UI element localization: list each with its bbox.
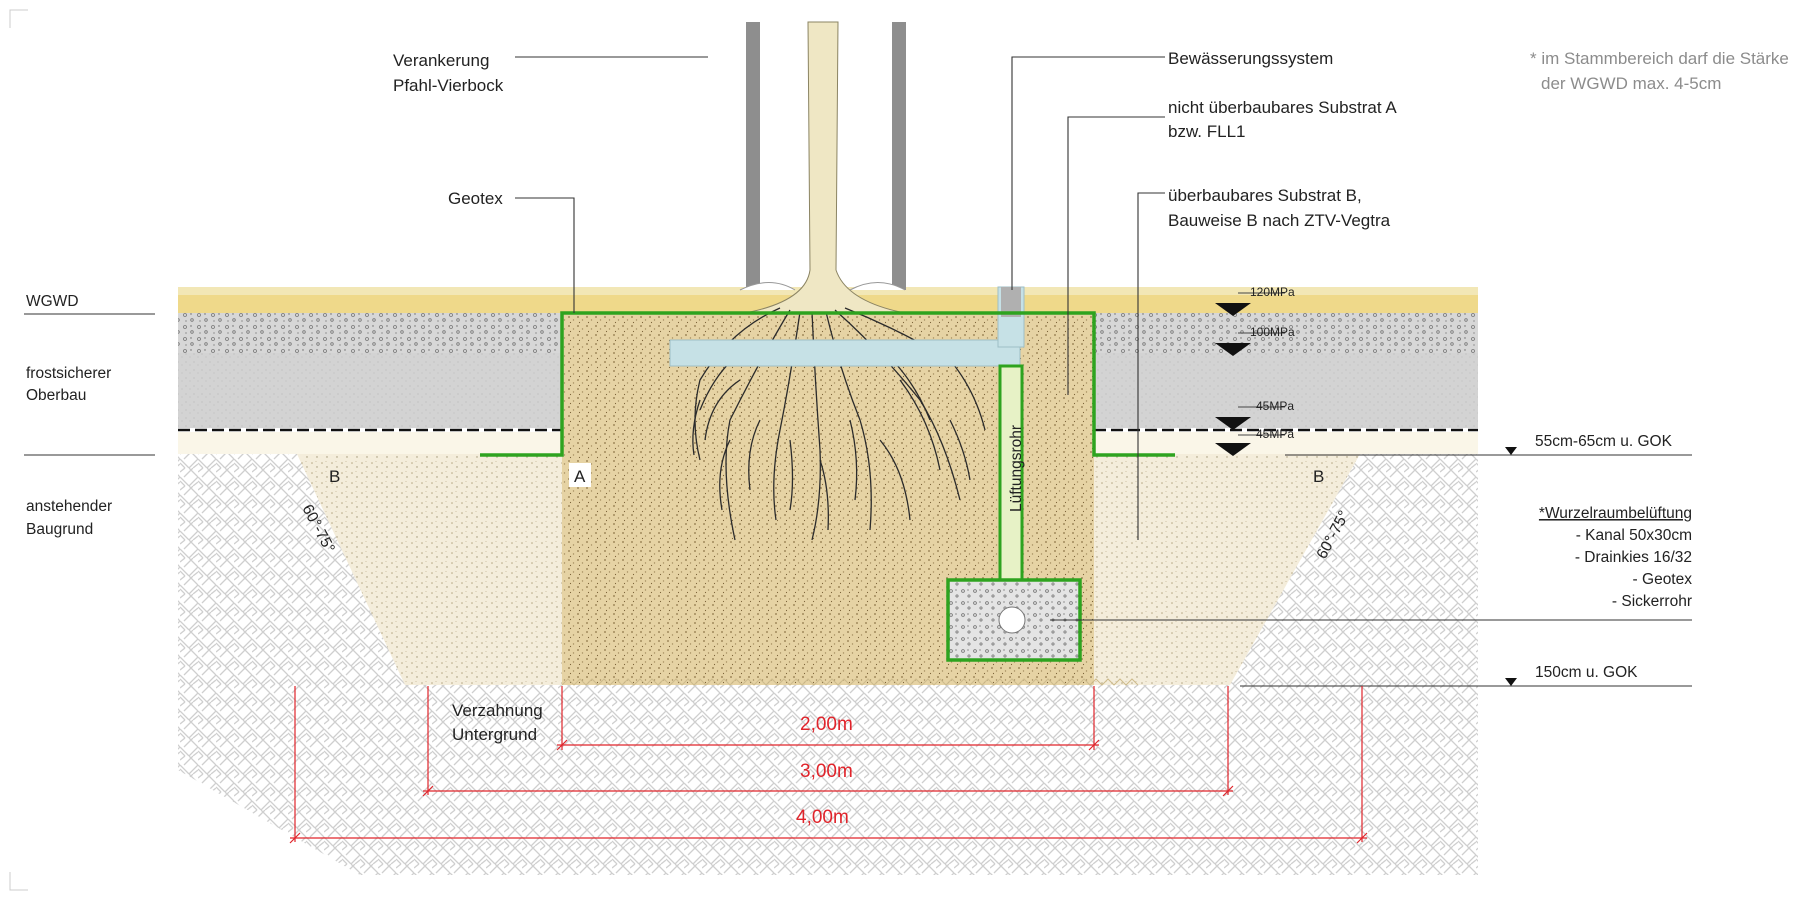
aeration-item: - Sickerrohr: [1612, 593, 1692, 610]
geotex-outline: [480, 311, 1175, 457]
label-frost-layer: frostsicherer: [26, 365, 111, 382]
anchor-stake-right: [892, 22, 906, 290]
label-frost-layer-2: Oberbau: [26, 387, 86, 404]
label-irrigation: Bewässerungssystem: [1168, 49, 1333, 68]
label-substrate-a-2: bzw. FLL1: [1168, 122, 1246, 141]
label-depth-bottom: 150cm u. GOK: [1535, 664, 1638, 681]
label-geotex: Geotex: [448, 189, 503, 208]
aeration-item: - Kanal 50x30cm: [1576, 527, 1692, 544]
label-anchor-2: Pfahl-Vierbock: [393, 76, 504, 95]
dimension-4m: 4,00m: [796, 807, 849, 828]
irrigation-pipe: [669, 339, 1021, 367]
label-existing-ground: anstehender: [26, 498, 112, 515]
zone-b-right: B: [1313, 467, 1324, 486]
mpa-mark-3: 45MPa: [1256, 399, 1294, 413]
label-vent-pipe: Lüftungsrohr: [1008, 425, 1025, 512]
aeration-item: - Drainkies 16/32: [1575, 549, 1692, 566]
label-existing-ground-2: Baugrund: [26, 521, 93, 538]
mpa-mark-1: 120MPa: [1250, 285, 1295, 299]
label-anchor: Verankerung: [393, 51, 489, 70]
label-substrate-a: nicht überbaubares Substrat A: [1168, 98, 1397, 117]
label-interlock: Verzahnung: [452, 701, 543, 720]
label-interlock-2: Untergrund: [452, 725, 537, 744]
mpa-mark-4: 45MPa: [1256, 427, 1294, 441]
dimension-3m: 3,00m: [800, 761, 853, 782]
dimension-lines: 2,00m 3,00m 4,00m: [289, 686, 1368, 844]
note-stem-area-2: der WGWD max. 4-5cm: [1541, 74, 1721, 93]
dimension-2m: 2,00m: [800, 714, 853, 735]
note-stem-area: * im Stammbereich darf die Stärke: [1530, 49, 1789, 68]
tree-trunk: [739, 21, 906, 313]
anchor-stake-left: [746, 22, 760, 290]
label-substrate-b-2: Bauweise B nach ZTV-Vegtra: [1168, 211, 1391, 230]
label-depth-top: 55cm-65cm u. GOK: [1535, 433, 1673, 450]
aeration-title: *Wurzelraumbelüftung: [1539, 505, 1692, 522]
pavement-right: [1094, 287, 1478, 454]
mpa-markers: 120MPa 100MPa 45MPa 45MPa: [1215, 285, 1295, 456]
pavement-left: [178, 287, 562, 454]
aeration-item: - Geotex: [1633, 571, 1693, 588]
mpa-mark-2: 100MPa: [1250, 325, 1295, 339]
label-wgwd: WGWD: [26, 293, 79, 310]
zone-a: A: [574, 467, 586, 486]
drain-pipe: [998, 606, 1026, 634]
zone-b-left: B: [329, 467, 340, 486]
label-substrate-b: überbaubares Substrat B,: [1168, 186, 1362, 205]
